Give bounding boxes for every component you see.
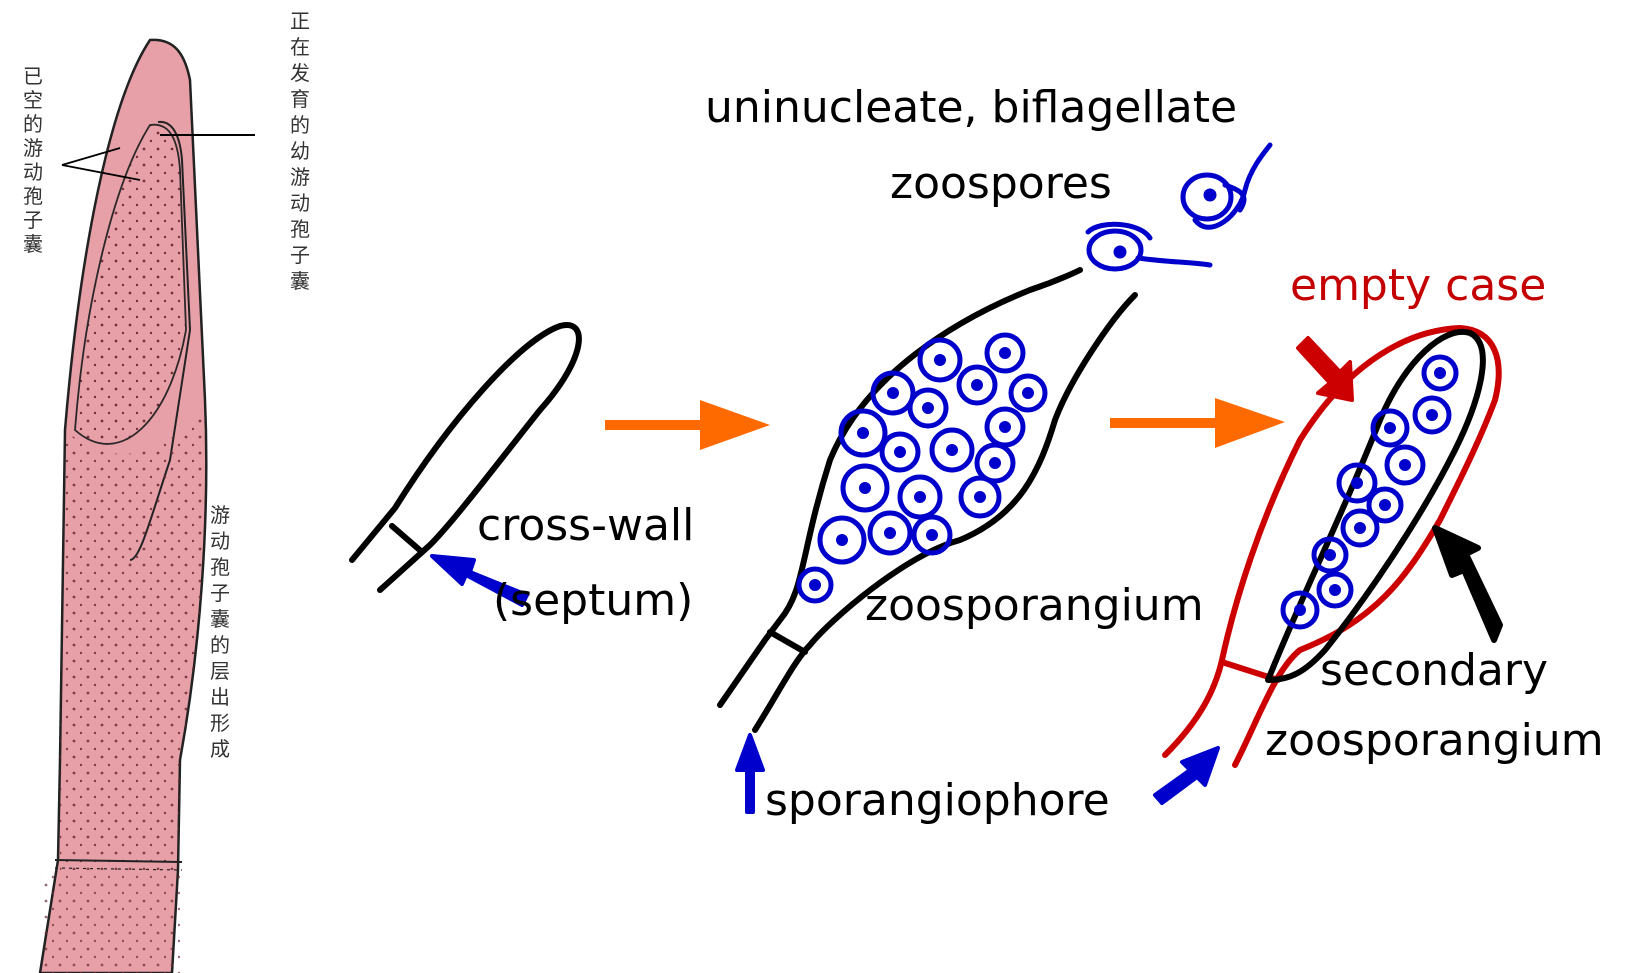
label-empty-case: empty case (1290, 260, 1546, 311)
label-zoosporangium: zoosporangium (865, 580, 1204, 631)
label-zoospores-line1: uninucleate, biflagellate (705, 82, 1237, 133)
zoospore-cluster (799, 335, 1045, 601)
lower-hypha-dotted (60, 400, 206, 870)
blue-pointer-arrow-icon (737, 735, 763, 812)
black-pointer-arrow-icon (1435, 528, 1500, 640)
label-cross-wall: cross-wall (477, 500, 694, 551)
label-sporangiophore: sporangiophore (765, 775, 1110, 826)
red-pointer-arrow-icon (1298, 338, 1352, 400)
orange-arrow-icon (605, 400, 770, 450)
label-secondary-line2: zoosporangium (1265, 715, 1604, 766)
cn-label-proliferation: 游动孢子囊的层出形成 (210, 503, 230, 761)
mature-cross-wall (770, 632, 805, 652)
label-septum: (septum) (493, 575, 693, 626)
cn-label-empty-sporangia: 已空的游动孢子囊 (23, 64, 43, 256)
label-zoospores-line2: zoospores (890, 158, 1112, 209)
label-secondary-line1: secondary (1320, 645, 1548, 696)
cn-label-developing-sporangium: 正在发育的幼游动孢子囊 (290, 9, 310, 293)
released-zoospores (1088, 145, 1270, 269)
orange-arrow-icon (1110, 398, 1285, 448)
micrograph-illustration: 已空的游动孢子囊 正在发育的幼游动孢子囊 游动孢子囊的层出形成 (23, 9, 310, 973)
young-cross-wall (392, 526, 422, 552)
stage-mature-zoosporangium (720, 270, 1135, 730)
